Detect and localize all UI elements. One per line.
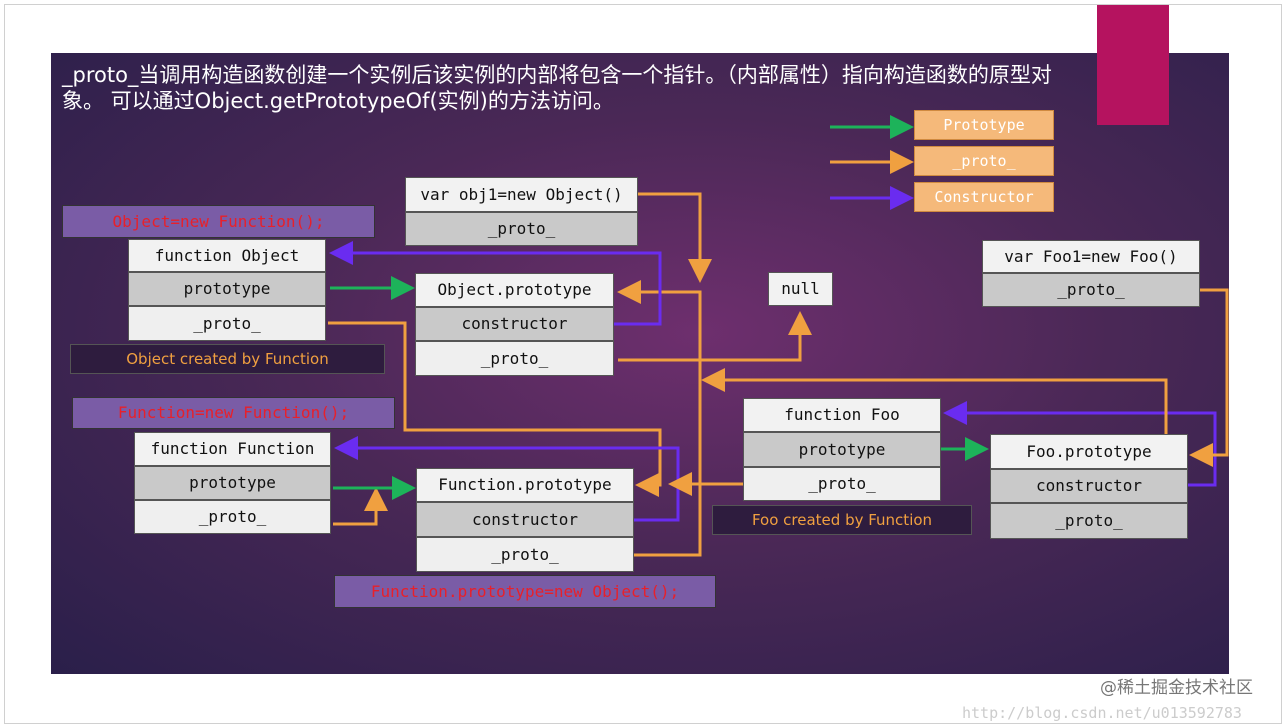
function-foo-prototype: prototype (743, 432, 941, 467)
object-constructor-arrow (329, 241, 662, 326)
legend-proto: _proto_ (914, 146, 1054, 176)
object-created-label: Object created by Function (70, 344, 385, 374)
function-note: Function=new Function(); (72, 397, 395, 429)
function-object-prototype: prototype (128, 272, 326, 306)
function-proto-arrow (333, 487, 388, 526)
function-prototype-constructor: constructor (416, 502, 634, 537)
obj1-proto: _proto_ (405, 212, 638, 246)
foo-prototype-proto: _proto_ (990, 503, 1188, 539)
function-function-header: function Function (134, 432, 331, 466)
foo-prototype-header: Foo.prototype (990, 434, 1188, 469)
accent-bar (1097, 5, 1169, 125)
slide-frame (4, 4, 1282, 724)
object-prototype-constructor: constructor (415, 307, 614, 341)
function-function-prototype: prototype (134, 466, 331, 500)
function-function-proto: _proto_ (134, 500, 331, 534)
function-prototype-note: Function.prototype=new Object(); (334, 575, 716, 608)
object-note: Object=new Function(); (62, 205, 375, 238)
object-proto-arrow (328, 321, 662, 497)
source-url: http://blog.csdn.net/u013592783 (962, 704, 1242, 722)
obj1-proto-arrow (638, 192, 712, 283)
foo1-proto: _proto_ (982, 273, 1200, 307)
object-prototype-proto-arrow (618, 311, 812, 362)
foo1-header: var Foo1=new Foo() (982, 240, 1200, 273)
foo-prototype-constructor: constructor (990, 469, 1188, 503)
slide-title: _proto_当调用构造函数创建一个实例后该实例的内部将包含一个指针。（内部属性… (62, 63, 1052, 113)
function-prototype-header: Function.prototype (416, 468, 634, 502)
null-box: null (768, 272, 833, 306)
watermark: @稀土掘金技术社区 (1100, 678, 1253, 698)
foo-created-label: Foo created by Function (712, 505, 972, 535)
function-foo-header: function Foo (743, 398, 941, 432)
foo1-proto-arrow (1189, 288, 1229, 467)
function-object-proto: _proto_ (128, 306, 326, 341)
function-foo-proto: _proto_ (743, 467, 941, 501)
function-prototype-proto: _proto_ (416, 537, 634, 572)
object-prototype-proto: _proto_ (415, 341, 614, 376)
legend-prototype: Prototype (914, 110, 1054, 140)
legend-constructor: Constructor (914, 182, 1054, 212)
object-prototype-header: Object.prototype (415, 273, 614, 307)
function-object-header: function Object (128, 239, 326, 272)
foo-constructor-arrow (943, 401, 1217, 487)
obj1-header: var obj1=new Object() (405, 177, 638, 212)
